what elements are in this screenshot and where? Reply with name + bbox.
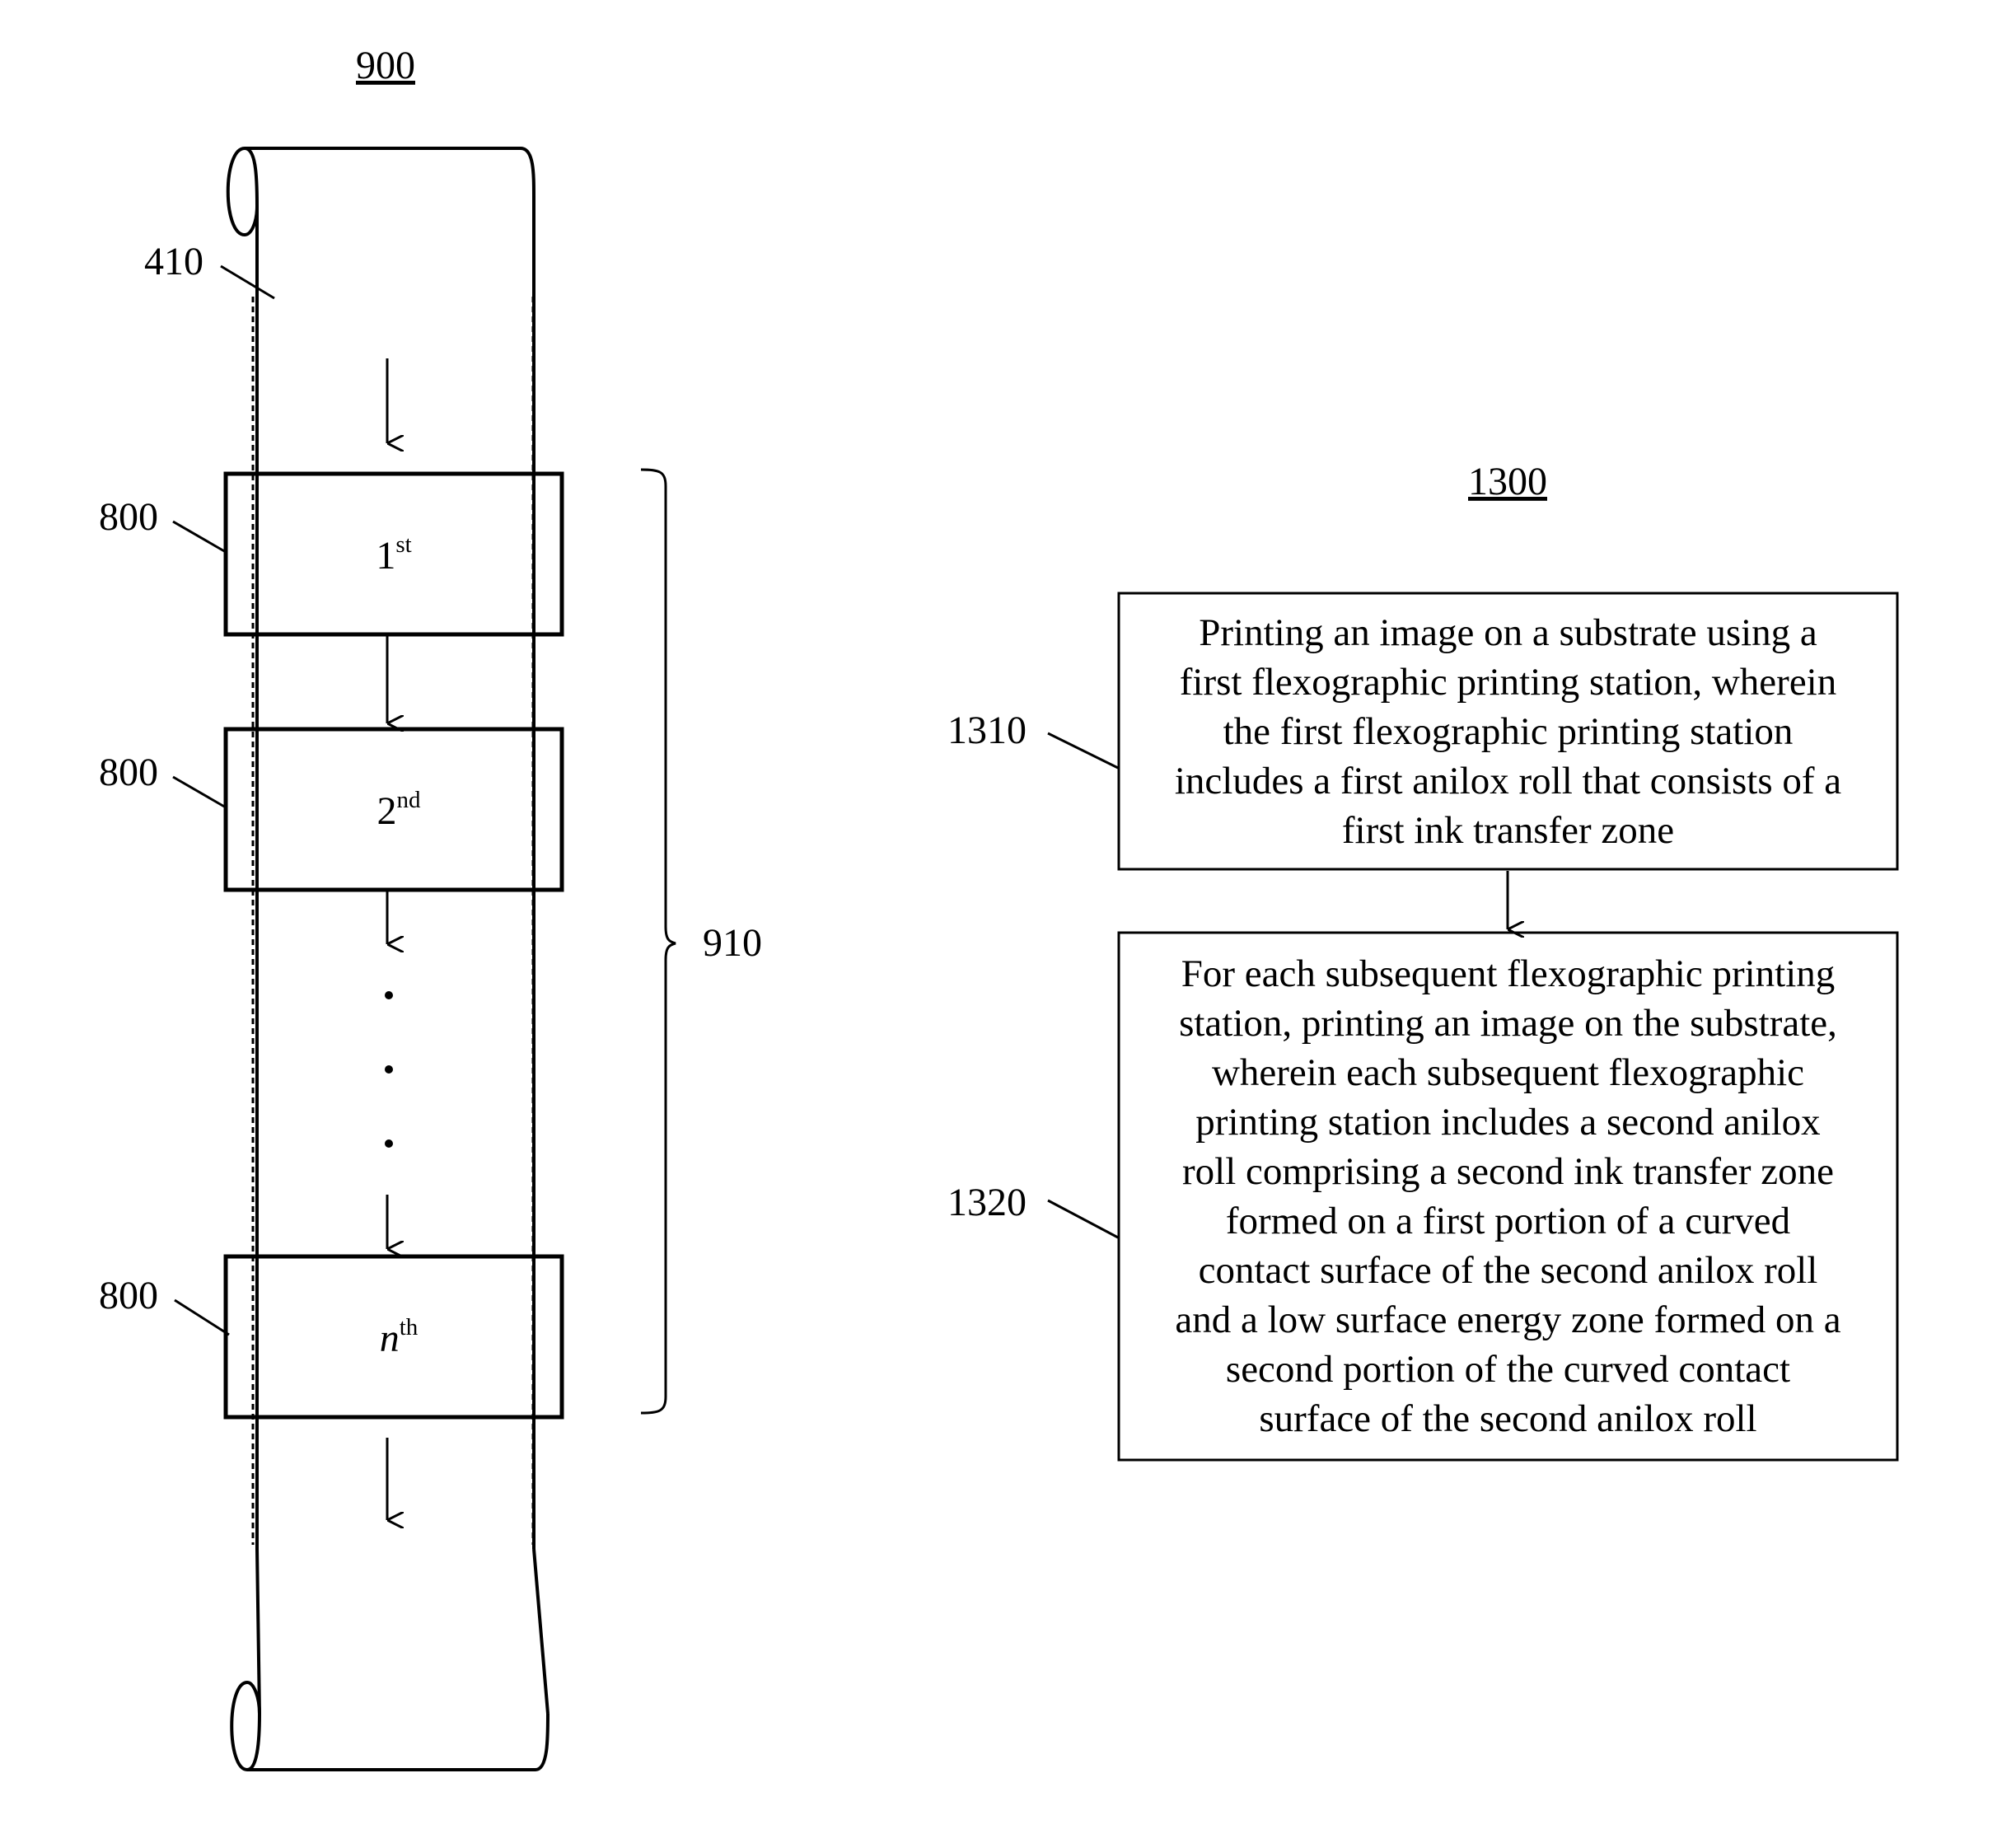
station-box-1: 1st [226,474,562,634]
ref-1310-leader [1048,733,1118,768]
step-1310-line: first flexographic printing station, whe… [1175,657,1841,707]
step-1310-text: Printing an image on a substrate using a… [1121,596,1895,867]
ref-800-leader-1 [173,522,226,552]
step-1310-line: includes a first anilox roll that consis… [1175,756,1841,806]
station-box-2: 2nd [226,729,562,890]
station-2-suffix: nd [397,787,422,813]
figure-900: 900 410 [99,44,762,1770]
ref-1320-label: 1320 [947,1181,1027,1224]
figure-900-title: 900 [356,44,415,87]
step-1310-line: first ink transfer zone [1175,806,1841,855]
ref-1320-leader [1048,1200,1118,1237]
station-1-suffix: st [395,531,411,558]
step-1320-text: For each subsequent flexographic printin… [1121,935,1895,1457]
step-1320-line: roll comprising a second ink transfer zo… [1175,1147,1840,1196]
svg-text:nth: nth [380,1314,419,1360]
step-1320-line: contact surface of the second anilox rol… [1175,1246,1840,1295]
station-box-n: nth [226,1256,562,1417]
step-1310-line: Printing an image on a substrate using a [1175,608,1841,657]
step-1320-line: For each subsequent flexographic printin… [1175,949,1840,999]
station-2-number: 2 [377,789,397,833]
step-1320-line: surface of the second anilox roll [1175,1394,1840,1443]
step-1320-line: formed on a first portion of a curved [1175,1196,1840,1246]
step-1310-line: the first flexographic printing station [1175,707,1841,756]
station-group-bracket [641,470,676,1413]
step-1320-line: wherein each subsequent flexographic [1175,1048,1840,1097]
ref-800-label-2: 800 [99,751,158,794]
ref-910-label: 910 [703,921,762,965]
ref-410-leader [221,266,274,298]
station-n-number: n [380,1317,400,1360]
continuation-indicator: · · · [362,972,412,1170]
ref-800-leader-n [175,1300,229,1335]
station-n-suffix: th [400,1314,419,1340]
svg-text:2nd: 2nd [377,787,422,833]
step-1320-line: and a low surface energy zone formed on … [1175,1295,1840,1345]
ref-410-label: 410 [144,240,203,283]
step-1320-line: station, printing an image on the substr… [1175,999,1840,1048]
station-1-number: 1 [376,534,395,578]
step-1320-line: second portion of the curved contact [1175,1345,1840,1394]
ref-800-label-1: 800 [99,495,158,539]
step-1320-line: printing station includes a second anilo… [1175,1097,1840,1147]
ref-1310-label: 1310 [947,709,1027,752]
figure-1300-title: 1300 [1468,460,1547,503]
ref-800-leader-2 [173,777,226,807]
svg-text:1st: 1st [376,531,411,578]
ref-800-label-n: 800 [99,1274,158,1317]
